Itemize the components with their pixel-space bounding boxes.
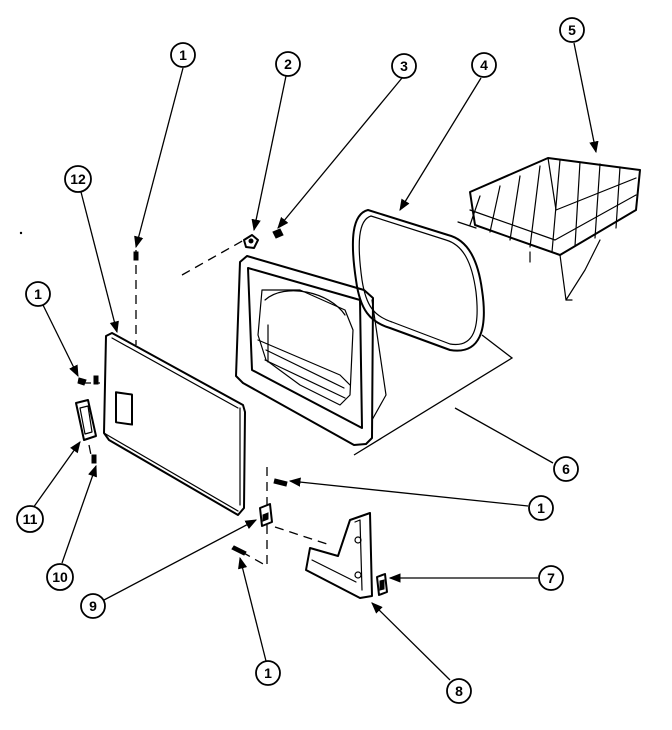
callout-8: 8 (446, 678, 472, 704)
hinge-clip (259, 503, 273, 527)
callout-5: 5 (559, 17, 585, 43)
hinge-bracket (305, 512, 373, 599)
screw-right (273, 478, 288, 487)
callout-6: 6 (553, 456, 579, 482)
callout-label: 1 (537, 500, 545, 516)
door-handle-slot (115, 391, 133, 426)
callout-1-right: 1 (528, 495, 554, 521)
callout-label: 11 (23, 511, 38, 527)
callout-label: 6 (562, 461, 570, 477)
hinge-pin (243, 234, 259, 249)
hinge-nut (272, 228, 284, 239)
door-gasket (351, 209, 485, 352)
callout-label: 3 (400, 58, 408, 74)
drying-rack (457, 157, 641, 301)
callout-label: 5 (568, 22, 576, 38)
callout-label: 12 (70, 171, 86, 187)
callout-1-top: 1 (170, 42, 196, 68)
callout-3: 3 (391, 53, 417, 79)
callout-1-bottom: 1 (255, 660, 281, 686)
callout-11: 11 (16, 505, 44, 533)
callout-2: 2 (275, 51, 301, 77)
screw-bottom (231, 545, 247, 556)
callout-label: 1 (34, 286, 42, 302)
stray-dot (19, 231, 23, 235)
callout-label: 4 (480, 57, 488, 73)
callout-label: 7 (547, 570, 555, 586)
callout-label: 1 (179, 47, 187, 63)
callout-label: 1 (264, 665, 272, 681)
door-liner (235, 255, 387, 446)
latch-plate (75, 399, 97, 464)
leader-lines (32, 42, 599, 681)
screw-left (77, 375, 99, 386)
door-panel (103, 332, 246, 516)
callout-label: 2 (284, 56, 292, 72)
latch-screw (91, 454, 97, 464)
door-strike (376, 573, 388, 596)
screw-top (133, 251, 139, 261)
callout-9: 9 (80, 593, 106, 619)
callout-label: 10 (52, 569, 68, 585)
callout-12: 12 (64, 165, 92, 193)
callout-1-left: 1 (25, 281, 51, 307)
callout-label: 8 (455, 683, 463, 699)
callout-4: 4 (471, 52, 497, 78)
callout-7: 7 (538, 565, 564, 591)
callout-label: 9 (89, 598, 97, 614)
callout-10: 10 (46, 563, 74, 591)
